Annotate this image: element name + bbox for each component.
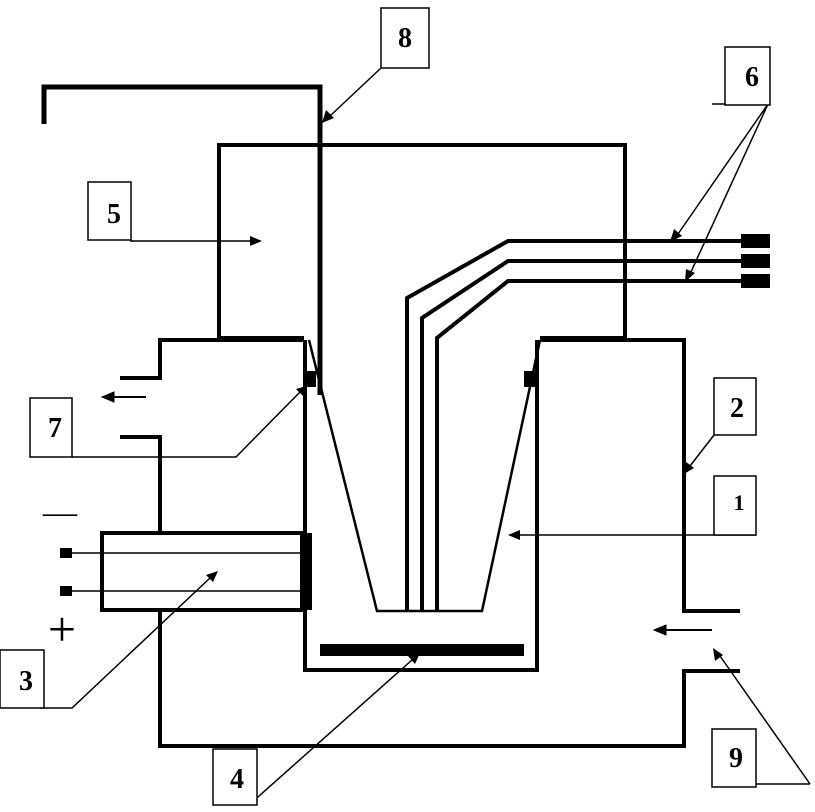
label-5: 5: [107, 199, 121, 230]
leader-2: [689, 434, 715, 467]
outflow-arrowhead-icon: [100, 391, 115, 403]
arrowhead-6a-icon: [670, 229, 682, 242]
arrowhead-8-icon: [322, 110, 334, 123]
arrowhead-7-icon: [296, 386, 306, 396]
outer-vessel-left-wall: [120, 435, 162, 533]
terminal-2: [741, 254, 770, 268]
label-7: 7: [48, 413, 62, 444]
label-1: 1: [734, 490, 745, 515]
outer-vessel-left-top: [120, 338, 304, 380]
leader-6-a: [677, 103, 769, 235]
label-box-3: [0, 649, 45, 709]
arrowhead-1-icon: [508, 530, 520, 540]
crucible-funnel: [307, 339, 542, 613]
label-box-4: [212, 748, 258, 806]
arrowhead-6b-icon: [685, 269, 695, 282]
label-2: 2: [730, 393, 744, 424]
terminal-1: [741, 234, 770, 248]
leader-7: [72, 391, 301, 458]
label-box-2: [713, 377, 757, 436]
outer-vessel: [120, 338, 740, 748]
side-heater-body: [100, 531, 307, 612]
side-heater-plate: [300, 533, 312, 610]
leader-3: [40, 577, 211, 709]
label-6: 6: [745, 62, 759, 93]
leader-4: [249, 659, 413, 805]
label-4: 4: [230, 764, 244, 795]
inner-container-outline: [303, 340, 539, 672]
label-box-9: [711, 728, 757, 788]
arrowhead-2-icon: [684, 462, 694, 474]
label-texts: 8 6 5 2 7 1 3 9 4: [19, 23, 759, 795]
label-box-6: [724, 46, 771, 106]
label-box-8: [380, 7, 430, 69]
label-box-7: [29, 397, 73, 458]
terminal-3: [741, 274, 770, 288]
probe-rod-line: [41, 84, 323, 395]
side-heater: [60, 531, 312, 612]
thermocouple-wires: [405, 239, 741, 611]
label-9: 9: [729, 743, 743, 774]
outer-vessel-right: [540, 338, 740, 613]
thermocouple-wire-3: [435, 279, 741, 611]
arrowhead-5-icon: [250, 236, 262, 246]
thermocouple-wire-1: [405, 239, 741, 611]
thermocouple-wire-2: [420, 259, 741, 611]
heater-plate: [320, 644, 524, 656]
arrowhead-9-icon: [713, 648, 723, 661]
polarity-minus: —: [42, 494, 78, 531]
seal-right: [524, 371, 536, 387]
label-box-1: [713, 475, 757, 536]
crucible-outline: [307, 339, 542, 613]
electrode-terminal-bottom: [60, 586, 72, 596]
polarity-signs: — +: [42, 494, 78, 657]
leader-8: [329, 67, 382, 117]
arrowhead-4-icon: [408, 653, 420, 664]
label-8: 8: [398, 23, 412, 54]
leader-9: [719, 655, 811, 785]
leader-arrowheads: [206, 110, 723, 664]
outer-vessel-bottom: [158, 610, 740, 748]
probe-rod: [41, 84, 323, 395]
electrode-terminal-top: [60, 548, 72, 558]
arrowhead-3-icon: [206, 571, 218, 582]
inner-container: [303, 340, 539, 672]
leader-6-b: [689, 103, 769, 275]
label-3: 3: [19, 666, 33, 697]
label-boxes: [0, 7, 771, 806]
polarity-plus: +: [48, 601, 76, 657]
flow-arrows: [100, 391, 712, 636]
seal-left: [304, 371, 316, 387]
inflow-arrowhead-icon: [652, 624, 667, 636]
label-box-5: [87, 181, 132, 241]
